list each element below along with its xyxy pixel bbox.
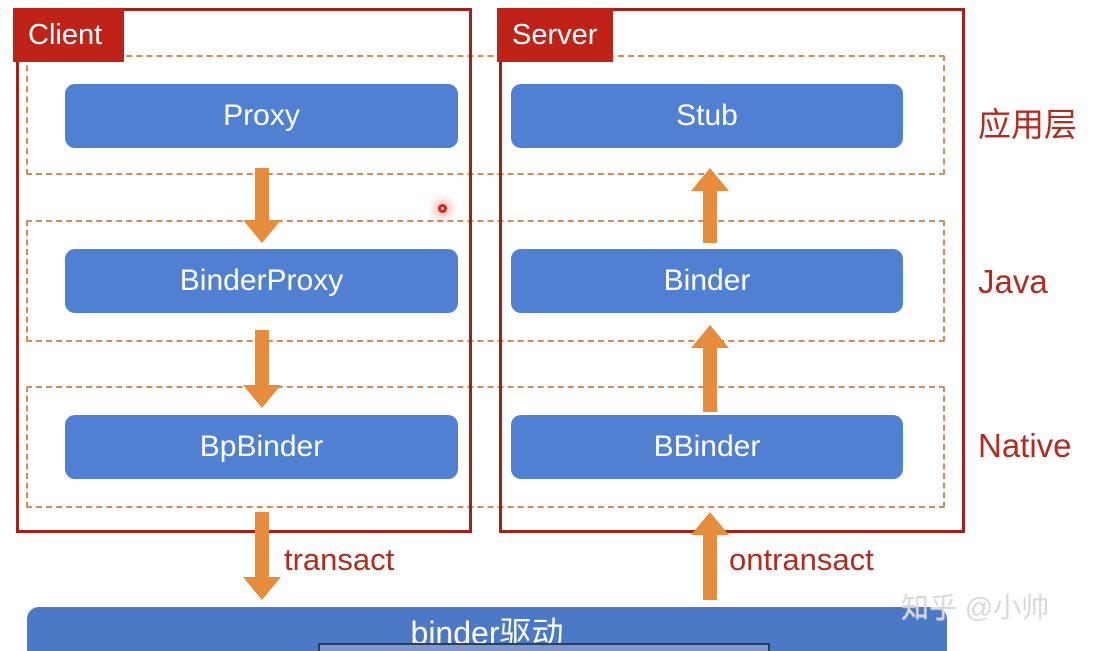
ontransact-label: ontransact xyxy=(729,542,874,577)
zhihu-watermark: 知乎 @小帅 xyxy=(901,592,1050,623)
up-arrow-ontransact-icon xyxy=(691,512,729,600)
node-binderproxy: BinderProxy xyxy=(65,249,458,313)
native-layer-dashed-box xyxy=(26,386,945,508)
node-bpbinder: BpBinder xyxy=(65,415,458,479)
node-binder: Binder xyxy=(511,249,903,313)
application-layer-dashed-box xyxy=(26,55,945,175)
transact-label: transact xyxy=(284,542,395,577)
up-arrow-icon xyxy=(691,168,729,243)
layer-label-java: Java xyxy=(978,263,1048,300)
server-process-box xyxy=(499,8,965,533)
java-layer-dashed-box xyxy=(26,220,945,342)
client-process-box xyxy=(16,8,472,533)
node-stub: Stub xyxy=(511,84,903,148)
server-title: Server xyxy=(497,8,613,62)
node-proxy: Proxy xyxy=(65,84,458,148)
down-arrow-icon xyxy=(243,168,281,243)
client-title: Client xyxy=(13,8,124,62)
layer-label-application: 应用层 xyxy=(978,106,1077,143)
laser-pointer-dot-icon xyxy=(438,204,447,213)
layer-label-native: Native xyxy=(978,427,1072,464)
binder-driver-inner-box xyxy=(318,643,770,651)
up-arrow-icon xyxy=(691,325,729,412)
down-arrow-transact-icon xyxy=(243,512,281,600)
node-bbinder: BBinder xyxy=(511,415,903,479)
down-arrow-icon xyxy=(243,330,281,408)
